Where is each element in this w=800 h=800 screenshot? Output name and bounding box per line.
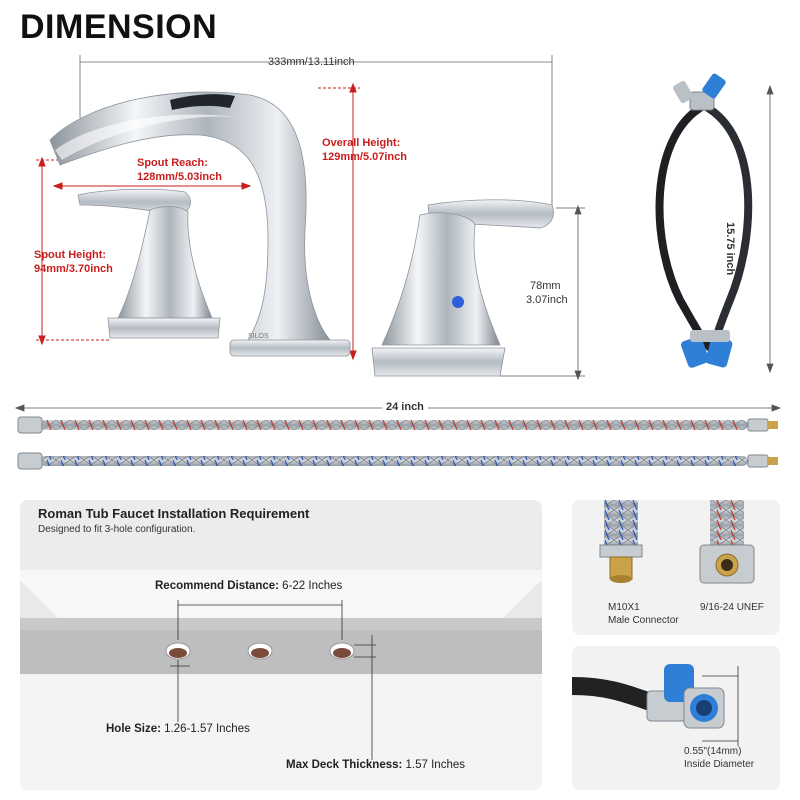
overall-height-title: Overall Height: — [322, 137, 401, 149]
spout-height-title: Spout Height: — [34, 249, 107, 261]
inside-diameter-value: 0.55"(14mm) — [684, 746, 742, 757]
hose-length-label: 15.75 inch — [724, 222, 736, 276]
thread-spec-label: 9/16-24 UNEF — [700, 602, 764, 613]
width-dimension: 333mm/13.11inch — [268, 56, 355, 68]
installation-title: Roman Tub Faucet Installation Requiremen… — [38, 506, 310, 521]
connector-panel: M10X1 Male Connector 9/16-24 UNEF — [572, 500, 780, 635]
installation-subtitle: Designed to fit 3-hole configuration. — [38, 524, 196, 535]
cold-indicator-icon — [452, 296, 464, 308]
brand-mark: SILOS — [248, 333, 269, 340]
deck-thickness: Max Deck Thickness: 1.57 Inches — [286, 759, 465, 771]
inside-diameter-label: Inside Diameter — [684, 759, 755, 770]
diameter-panel: 0.55"(14mm) Inside Diameter — [572, 646, 780, 790]
hose-end-illustration — [572, 664, 739, 746]
supply-line-length-label: 24 inch — [382, 401, 428, 413]
deck-thickness-label: Max Deck Thickness: — [286, 759, 403, 771]
overall-height-value: 129mm/5.07inch — [322, 151, 407, 163]
male-connector-size: M10X1 — [608, 602, 640, 613]
deck-thickness-value: 1.57 Inches — [402, 759, 465, 771]
recommend-distance-label: Recommend Distance: — [155, 580, 279, 592]
countertop-illustration — [20, 500, 542, 790]
handle-height-in: 3.07inch — [526, 294, 568, 306]
spout-reach-title: Spout Reach: — [137, 157, 208, 169]
recommend-distance-value: 6-22 Inches — [278, 580, 343, 592]
handle-height-mm: 78mm — [530, 280, 561, 292]
connector-illustration — [599, 500, 755, 584]
page-title: DIMENSION — [20, 8, 218, 46]
spout-height-value: 94mm/3.70inch — [34, 263, 113, 275]
hole-size-value: 1.26-1.57 Inches — [160, 723, 250, 735]
recommend-distance: Recommend Distance: 6-22 Inches — [155, 580, 342, 592]
spout-reach-value: 128mm/5.03inch — [137, 171, 222, 183]
installation-panel: Roman Tub Faucet Installation Requiremen… — [20, 500, 542, 790]
hole-size: Hole Size: 1.26-1.57 Inches — [106, 723, 250, 735]
male-connector-label: Male Connector — [608, 615, 679, 626]
hole-size-label: Hole Size: — [106, 723, 161, 735]
